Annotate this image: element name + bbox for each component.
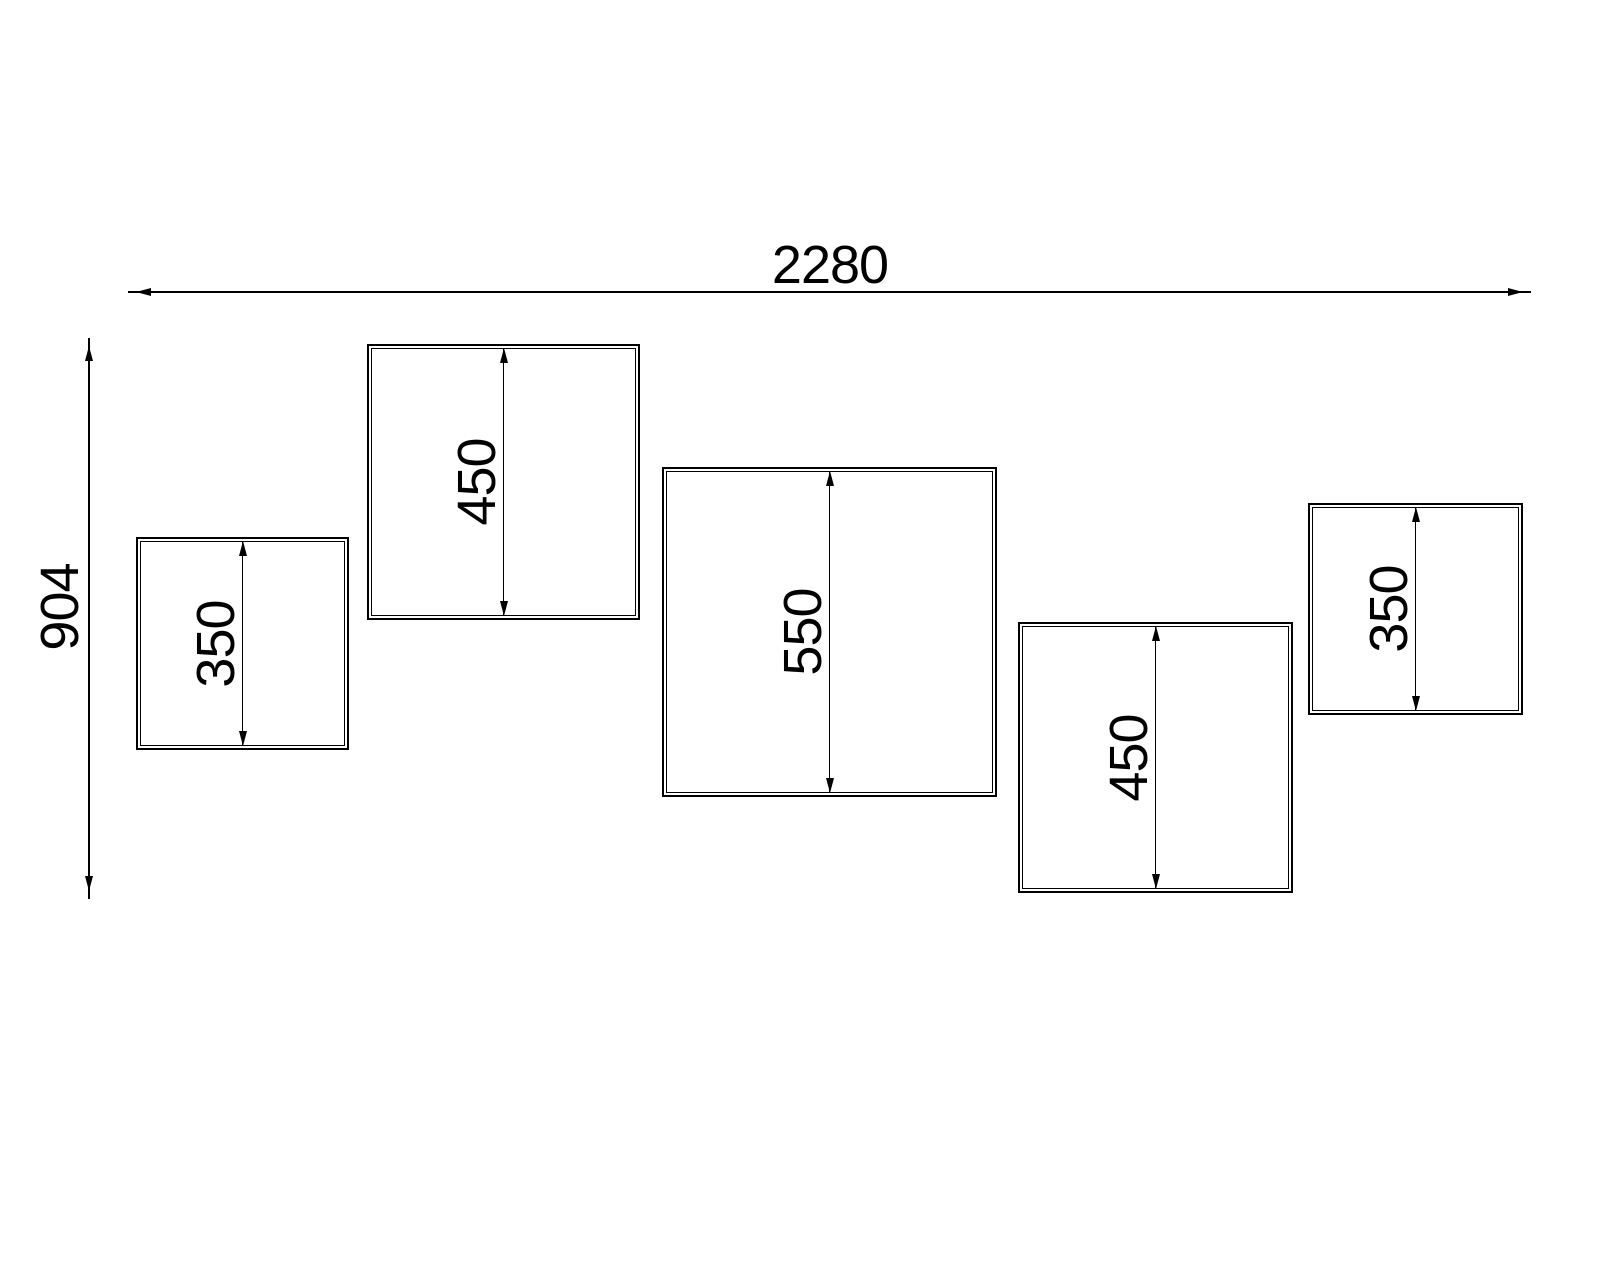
height-dimension-line <box>828 471 831 793</box>
arrowhead-up-icon <box>1411 507 1420 522</box>
box-height-label: 350 <box>1358 565 1419 653</box>
shelf-box-2: 450 <box>367 344 640 620</box>
box-height-label: 550 <box>772 588 833 676</box>
arrowhead-up-icon <box>1151 626 1160 641</box>
overall-height-label: 904 <box>30 563 90 651</box>
arrowhead-up-icon <box>499 348 508 363</box>
height-dimension-line <box>502 348 505 616</box>
arrowhead-right-icon <box>1508 288 1523 296</box>
shelf-box-1: 350 <box>136 537 349 750</box>
height-dimension-line <box>1154 626 1157 889</box>
arrowhead-down-icon <box>1411 696 1420 711</box>
arrowhead-up-icon <box>238 541 247 556</box>
arrowhead-down-icon <box>1151 874 1160 889</box>
box-height-label: 350 <box>185 599 246 688</box>
height-dimension-line <box>1414 507 1417 711</box>
dimension-line-horizontal <box>128 291 1531 293</box>
arrowhead-left-icon <box>136 288 151 296</box>
box-height-label: 450 <box>1098 713 1159 802</box>
arrowhead-down-icon <box>238 731 247 746</box>
overall-width-label: 2280 <box>771 235 889 295</box>
height-dimension-line <box>241 541 244 746</box>
shelf-box-5: 350 <box>1308 503 1523 715</box>
arrowhead-down-icon <box>825 778 834 793</box>
arrowhead-up-icon <box>825 471 834 486</box>
arrowhead-down-icon <box>499 601 508 616</box>
box-height-label: 450 <box>446 438 507 526</box>
arrowhead-up-icon <box>85 346 93 361</box>
dimension-line-vertical <box>88 338 90 899</box>
shelf-box-4: 450 <box>1018 622 1293 893</box>
shelf-box-3: 550 <box>662 467 997 797</box>
arrowhead-down-icon <box>85 876 93 891</box>
